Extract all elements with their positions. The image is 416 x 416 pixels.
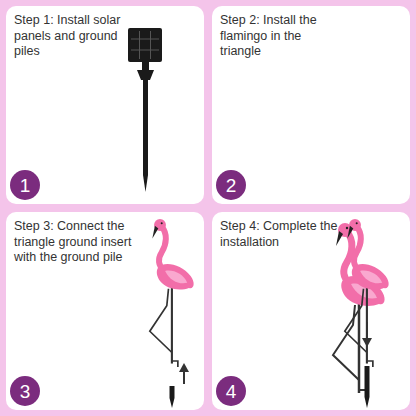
step-number-circle: 2 [216,170,246,200]
step-panel: Step 1: Install solar panels and ground … [6,6,204,204]
step-number: 4 [226,382,237,401]
flamingo [345,219,389,408]
flamingo [150,219,194,408]
step-text: Step 1: Install solar panels and ground … [14,13,130,60]
step-number: 1 [20,176,31,195]
step-number: 3 [20,382,31,401]
step-panel: Step 4: Complete the installation 4 [212,212,410,410]
step-panel: Step 3: Connect the triangle ground inse… [6,212,204,410]
step-number-circle: 3 [10,376,40,406]
step-number: 2 [226,176,237,195]
step-text: Step 2: Install the flamingo in the tria… [220,13,340,60]
step-text: Step 4: Complete the installation [220,219,342,250]
step-number-circle: 4 [216,376,246,406]
step-number-circle: 1 [10,170,40,200]
solar-stake [128,28,162,192]
step-panel: Step 2: Install the flamingo in the tria… [212,6,410,204]
step-text: Step 3: Connect the triangle ground inse… [14,219,138,266]
flamingo [333,223,385,397]
